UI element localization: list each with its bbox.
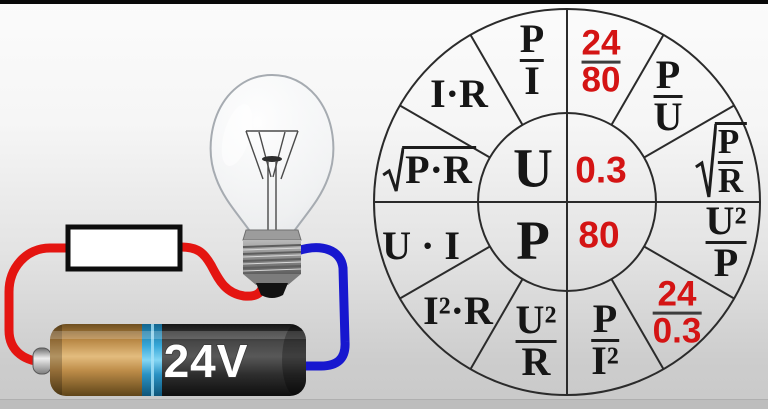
fraction-denominator: I² xyxy=(591,338,619,383)
fraction-denominator: U xyxy=(653,94,683,139)
battery-label: 24V xyxy=(164,335,249,387)
sqrt-radicand: P·R xyxy=(402,146,476,190)
letterbox-top-bar xyxy=(0,0,768,4)
center-power-symbol: P xyxy=(516,209,550,271)
formula-sqrt-p-over-r: P R xyxy=(695,122,748,200)
bottom-shadow-band xyxy=(0,399,768,409)
resistor xyxy=(65,224,183,272)
center-current-value: 0.3 xyxy=(575,149,627,191)
battery: 24V xyxy=(32,324,306,396)
light-bulb xyxy=(209,73,335,298)
fraction-bar xyxy=(519,59,545,62)
center-voltage-symbol: U xyxy=(513,137,553,199)
fraction-denominator: P xyxy=(713,240,739,285)
fraction-bar xyxy=(515,340,557,343)
wire-red-right xyxy=(176,242,268,301)
fraction-numerator: P xyxy=(592,296,618,341)
wire-blue xyxy=(292,243,350,371)
bulb-contact-tip xyxy=(256,283,288,298)
sqrt-radical-icon xyxy=(695,123,717,198)
formula-u-squared-over-p: U² P xyxy=(703,198,750,285)
fraction-denominator: R xyxy=(717,160,744,200)
fraction-numerator: 24 xyxy=(657,274,697,314)
fraction-denominator: I xyxy=(524,58,540,103)
fraction-bar xyxy=(652,312,702,315)
fraction-bar xyxy=(705,241,747,244)
formula-i-squared-times-r: I²·R xyxy=(423,288,493,333)
fraction-numerator: U² xyxy=(515,297,557,342)
fraction-bar xyxy=(653,95,683,98)
center-resistance-value: 80 xyxy=(578,214,620,256)
formula-u-times-i: U · I xyxy=(382,223,460,268)
formula-p-over-u: P U xyxy=(651,52,686,139)
formula-sqrt-p-times-r: P·R xyxy=(382,146,476,194)
fraction-bar xyxy=(717,160,744,164)
fraction-numerator: P xyxy=(717,122,740,161)
fraction-numerator: U² xyxy=(705,198,747,243)
value-24-over-80: 24 80 xyxy=(579,23,624,100)
fraction-denominator: 80 xyxy=(581,61,621,100)
fraction-numerator: P xyxy=(519,16,545,61)
fraction-bar xyxy=(581,61,621,64)
formula-p-over-i: P I xyxy=(517,16,547,103)
fraction-denominator: 0.3 xyxy=(652,312,702,351)
formula-i-times-r: I·R xyxy=(430,71,488,116)
fraction-numerator: P xyxy=(655,52,681,97)
formula-u-squared-over-r: U² R xyxy=(513,297,560,384)
sqrt-radical-icon xyxy=(382,147,405,192)
sqrt-radicand: P R xyxy=(714,122,748,200)
fraction-bar xyxy=(591,339,619,342)
value-24-over-0.3: 24 0.3 xyxy=(650,274,705,351)
fraction-denominator: R xyxy=(521,339,551,384)
wire-red-left xyxy=(4,243,73,367)
formula-p-over-i-squared: P I² xyxy=(588,296,622,383)
fraction-numerator: 24 xyxy=(581,23,621,63)
bulb-screw-base xyxy=(242,229,302,298)
